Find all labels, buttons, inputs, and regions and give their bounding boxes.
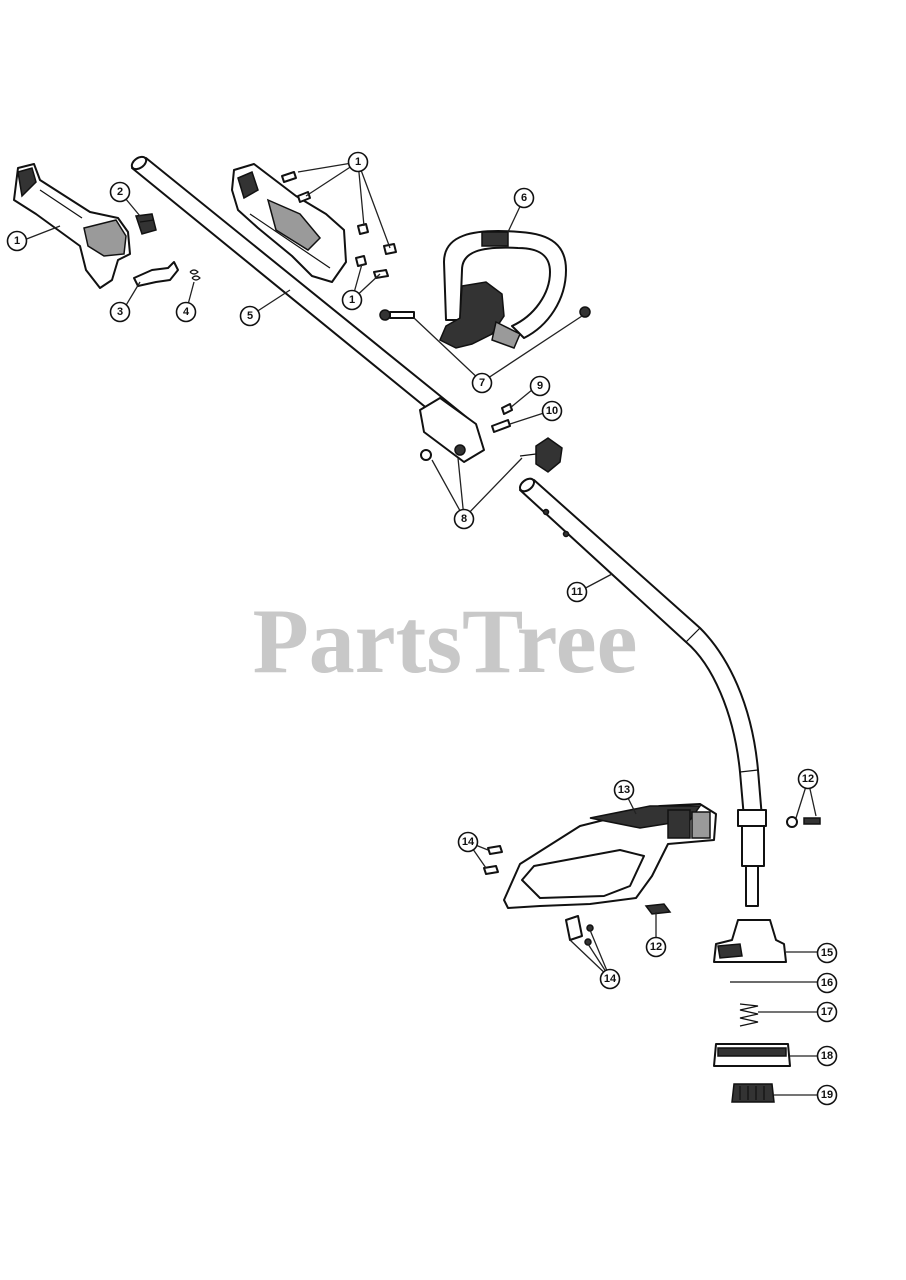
part-switch[interactable] xyxy=(134,213,157,235)
callout-7[interactable]: 7 xyxy=(471,372,493,394)
svg-text:6: 6 xyxy=(521,192,527,204)
svg-text:16: 16 xyxy=(821,977,833,989)
callout-1-top[interactable]: 1 xyxy=(347,151,369,173)
svg-text:1: 1 xyxy=(14,235,20,247)
svg-text:15: 15 xyxy=(821,947,833,959)
callout-14-lower[interactable]: 14 xyxy=(599,968,621,990)
callout-6[interactable]: 6 xyxy=(513,187,535,209)
svg-text:1: 1 xyxy=(349,294,355,306)
svg-text:12: 12 xyxy=(650,941,662,953)
part-spool-housing[interactable] xyxy=(713,919,787,963)
callout-16[interactable]: 16 xyxy=(816,972,838,994)
callout-13[interactable]: 13 xyxy=(613,779,635,801)
callout-12-right[interactable]: 12 xyxy=(797,768,819,790)
part-line-cutter[interactable] xyxy=(644,903,672,915)
svg-text:3: 3 xyxy=(117,306,123,318)
svg-text:5: 5 xyxy=(247,310,253,322)
svg-text:14: 14 xyxy=(462,836,475,848)
svg-text:14: 14 xyxy=(604,973,617,985)
svg-text:4: 4 xyxy=(183,306,190,318)
part-lower-shaft[interactable] xyxy=(518,476,767,907)
svg-text:12: 12 xyxy=(802,773,814,785)
callout-8[interactable]: 8 xyxy=(453,508,475,530)
svg-text:7: 7 xyxy=(479,377,485,389)
svg-text:8: 8 xyxy=(461,513,467,525)
svg-text:11: 11 xyxy=(571,586,583,598)
part-coupler-knob[interactable] xyxy=(420,437,563,473)
watermark-text: PartsTree xyxy=(253,590,638,692)
part-spring[interactable] xyxy=(189,269,201,281)
callout-11[interactable]: 11 xyxy=(566,581,588,603)
callout-19[interactable]: 19 xyxy=(816,1084,838,1106)
part-guard[interactable] xyxy=(503,803,717,909)
part-spool-spring[interactable] xyxy=(739,1003,759,1027)
part-assist-handle[interactable] xyxy=(439,230,567,349)
svg-text:19: 19 xyxy=(821,1089,833,1101)
callout-3[interactable]: 3 xyxy=(109,301,131,323)
svg-text:17: 17 xyxy=(821,1006,833,1018)
part-bolt-nut[interactable] xyxy=(379,306,591,321)
svg-text:9: 9 xyxy=(537,380,543,392)
part-screws-14[interactable] xyxy=(483,845,594,946)
callout-12-lower[interactable]: 12 xyxy=(645,936,667,958)
svg-text:10: 10 xyxy=(546,405,558,417)
callout-10[interactable]: 10 xyxy=(541,400,563,422)
part-fasteners-9-10[interactable] xyxy=(491,403,513,433)
part-spool[interactable] xyxy=(713,1043,791,1067)
part-motor-housing[interactable] xyxy=(231,163,347,283)
part-washer-screw[interactable] xyxy=(786,816,821,828)
callout-15[interactable]: 15 xyxy=(816,942,838,964)
callout-9[interactable]: 9 xyxy=(529,375,551,397)
svg-text:1: 1 xyxy=(355,156,361,168)
callout-17[interactable]: 17 xyxy=(816,1001,838,1023)
callout-18[interactable]: 18 xyxy=(816,1045,838,1067)
callout-1-handle[interactable]: 1 xyxy=(6,230,28,252)
part-screws-1[interactable] xyxy=(281,171,397,279)
callout-5[interactable]: 5 xyxy=(239,305,261,327)
svg-text:13: 13 xyxy=(618,784,630,796)
callout-4[interactable]: 4 xyxy=(175,301,197,323)
callout-2[interactable]: 2 xyxy=(109,181,131,203)
callout-14-left[interactable]: 14 xyxy=(457,831,479,853)
callout-1-lower[interactable]: 1 xyxy=(341,289,363,311)
svg-text:2: 2 xyxy=(117,186,123,198)
part-rear-handle[interactable] xyxy=(13,163,131,289)
svg-text:18: 18 xyxy=(821,1050,833,1062)
part-bump-knob[interactable] xyxy=(731,1083,775,1103)
part-upper-shaft[interactable] xyxy=(130,154,485,463)
part-trigger[interactable] xyxy=(133,261,179,287)
